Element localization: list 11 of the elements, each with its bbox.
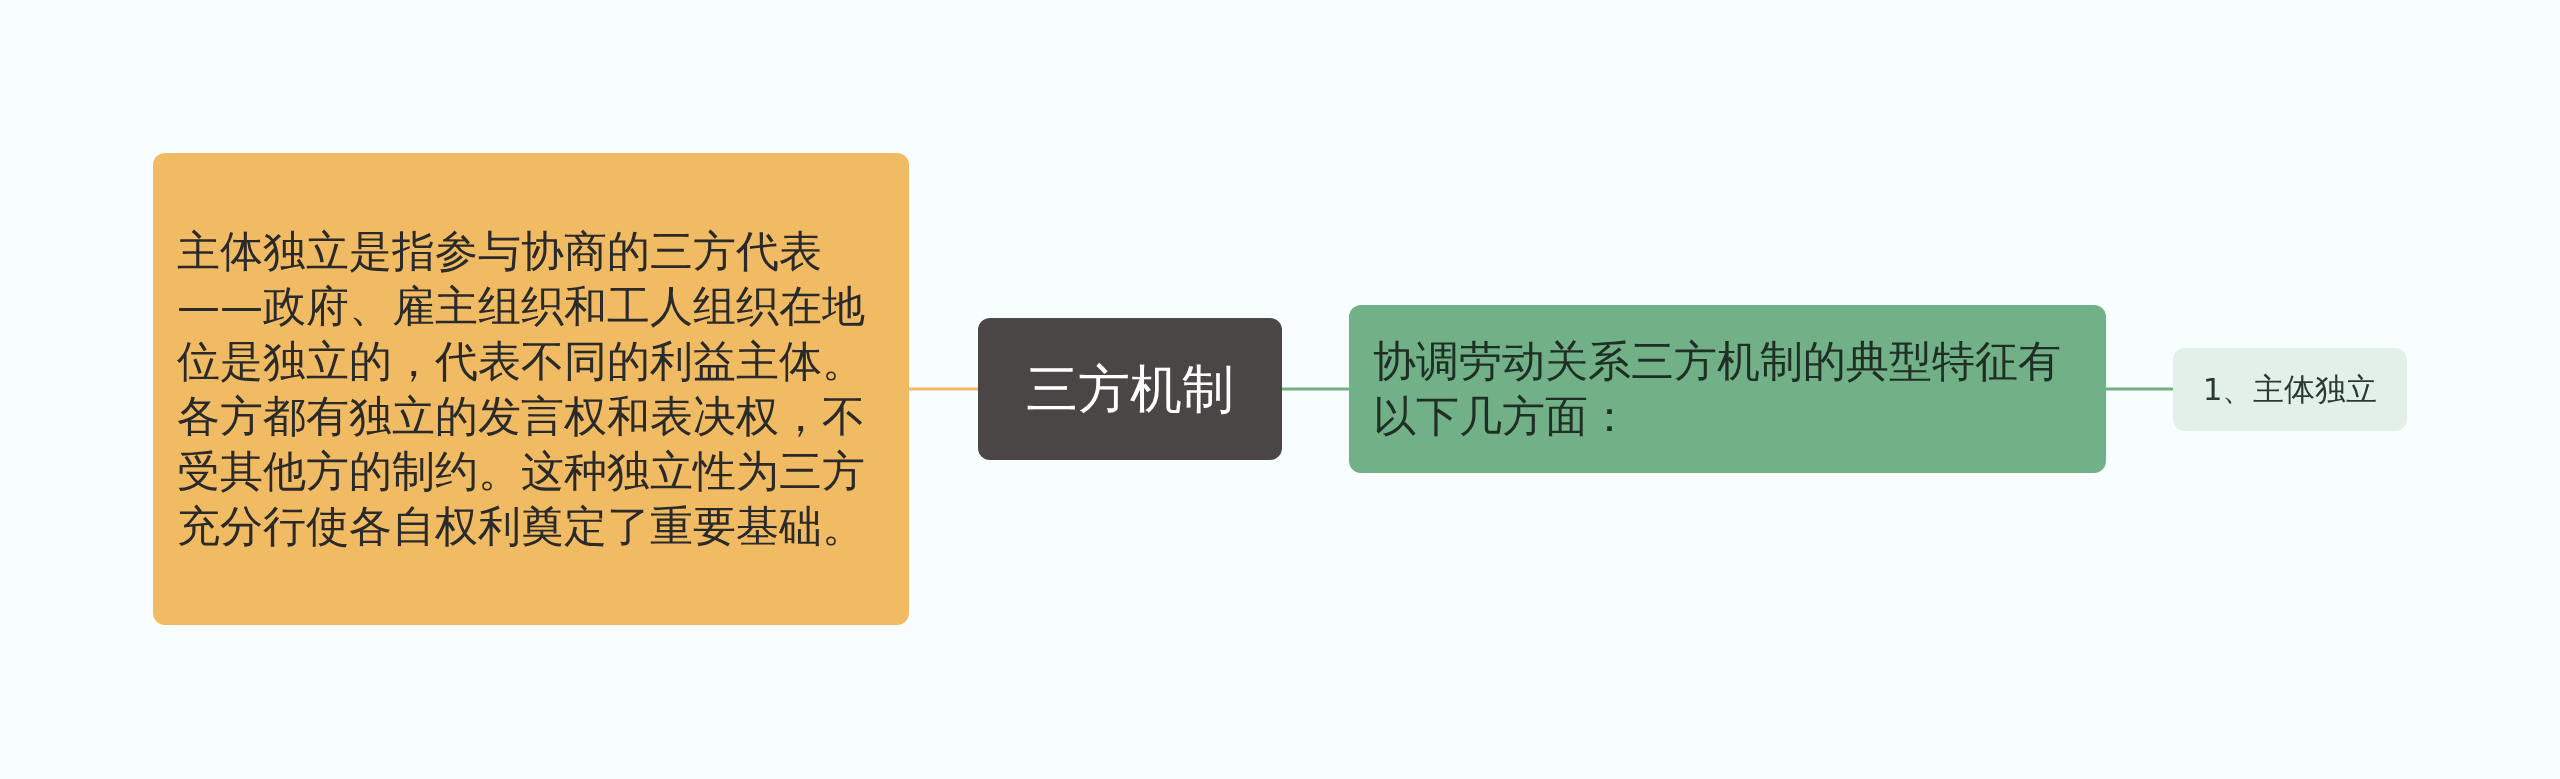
- topic-box: [1349, 305, 2106, 473]
- topic-box: [153, 153, 909, 625]
- connector-line: [2106, 387, 2173, 391]
- topic-text: 1、主体独立: [2202, 370, 2378, 410]
- subtopic-box: [2173, 348, 2407, 431]
- topic-text: 主体独立是指参与协商的三方代表——政府、雇主组织和工人组织在地位是独立的，代表不同的利益主体。各方都有独立的发言权和表决权，不受其他方的制约。这种独立性为三方充分行使各自权利奠定了重要基础。: [177, 225, 866, 553]
- connector-line: [909, 387, 978, 391]
- topic-text: 三方机制: [1026, 358, 1234, 421]
- central-topic-box: [978, 318, 1282, 460]
- topic-text: 协调劳动关系三方机制的典型特征有以下几方面：: [1373, 335, 2062, 443]
- connector-line: [1282, 387, 1349, 391]
